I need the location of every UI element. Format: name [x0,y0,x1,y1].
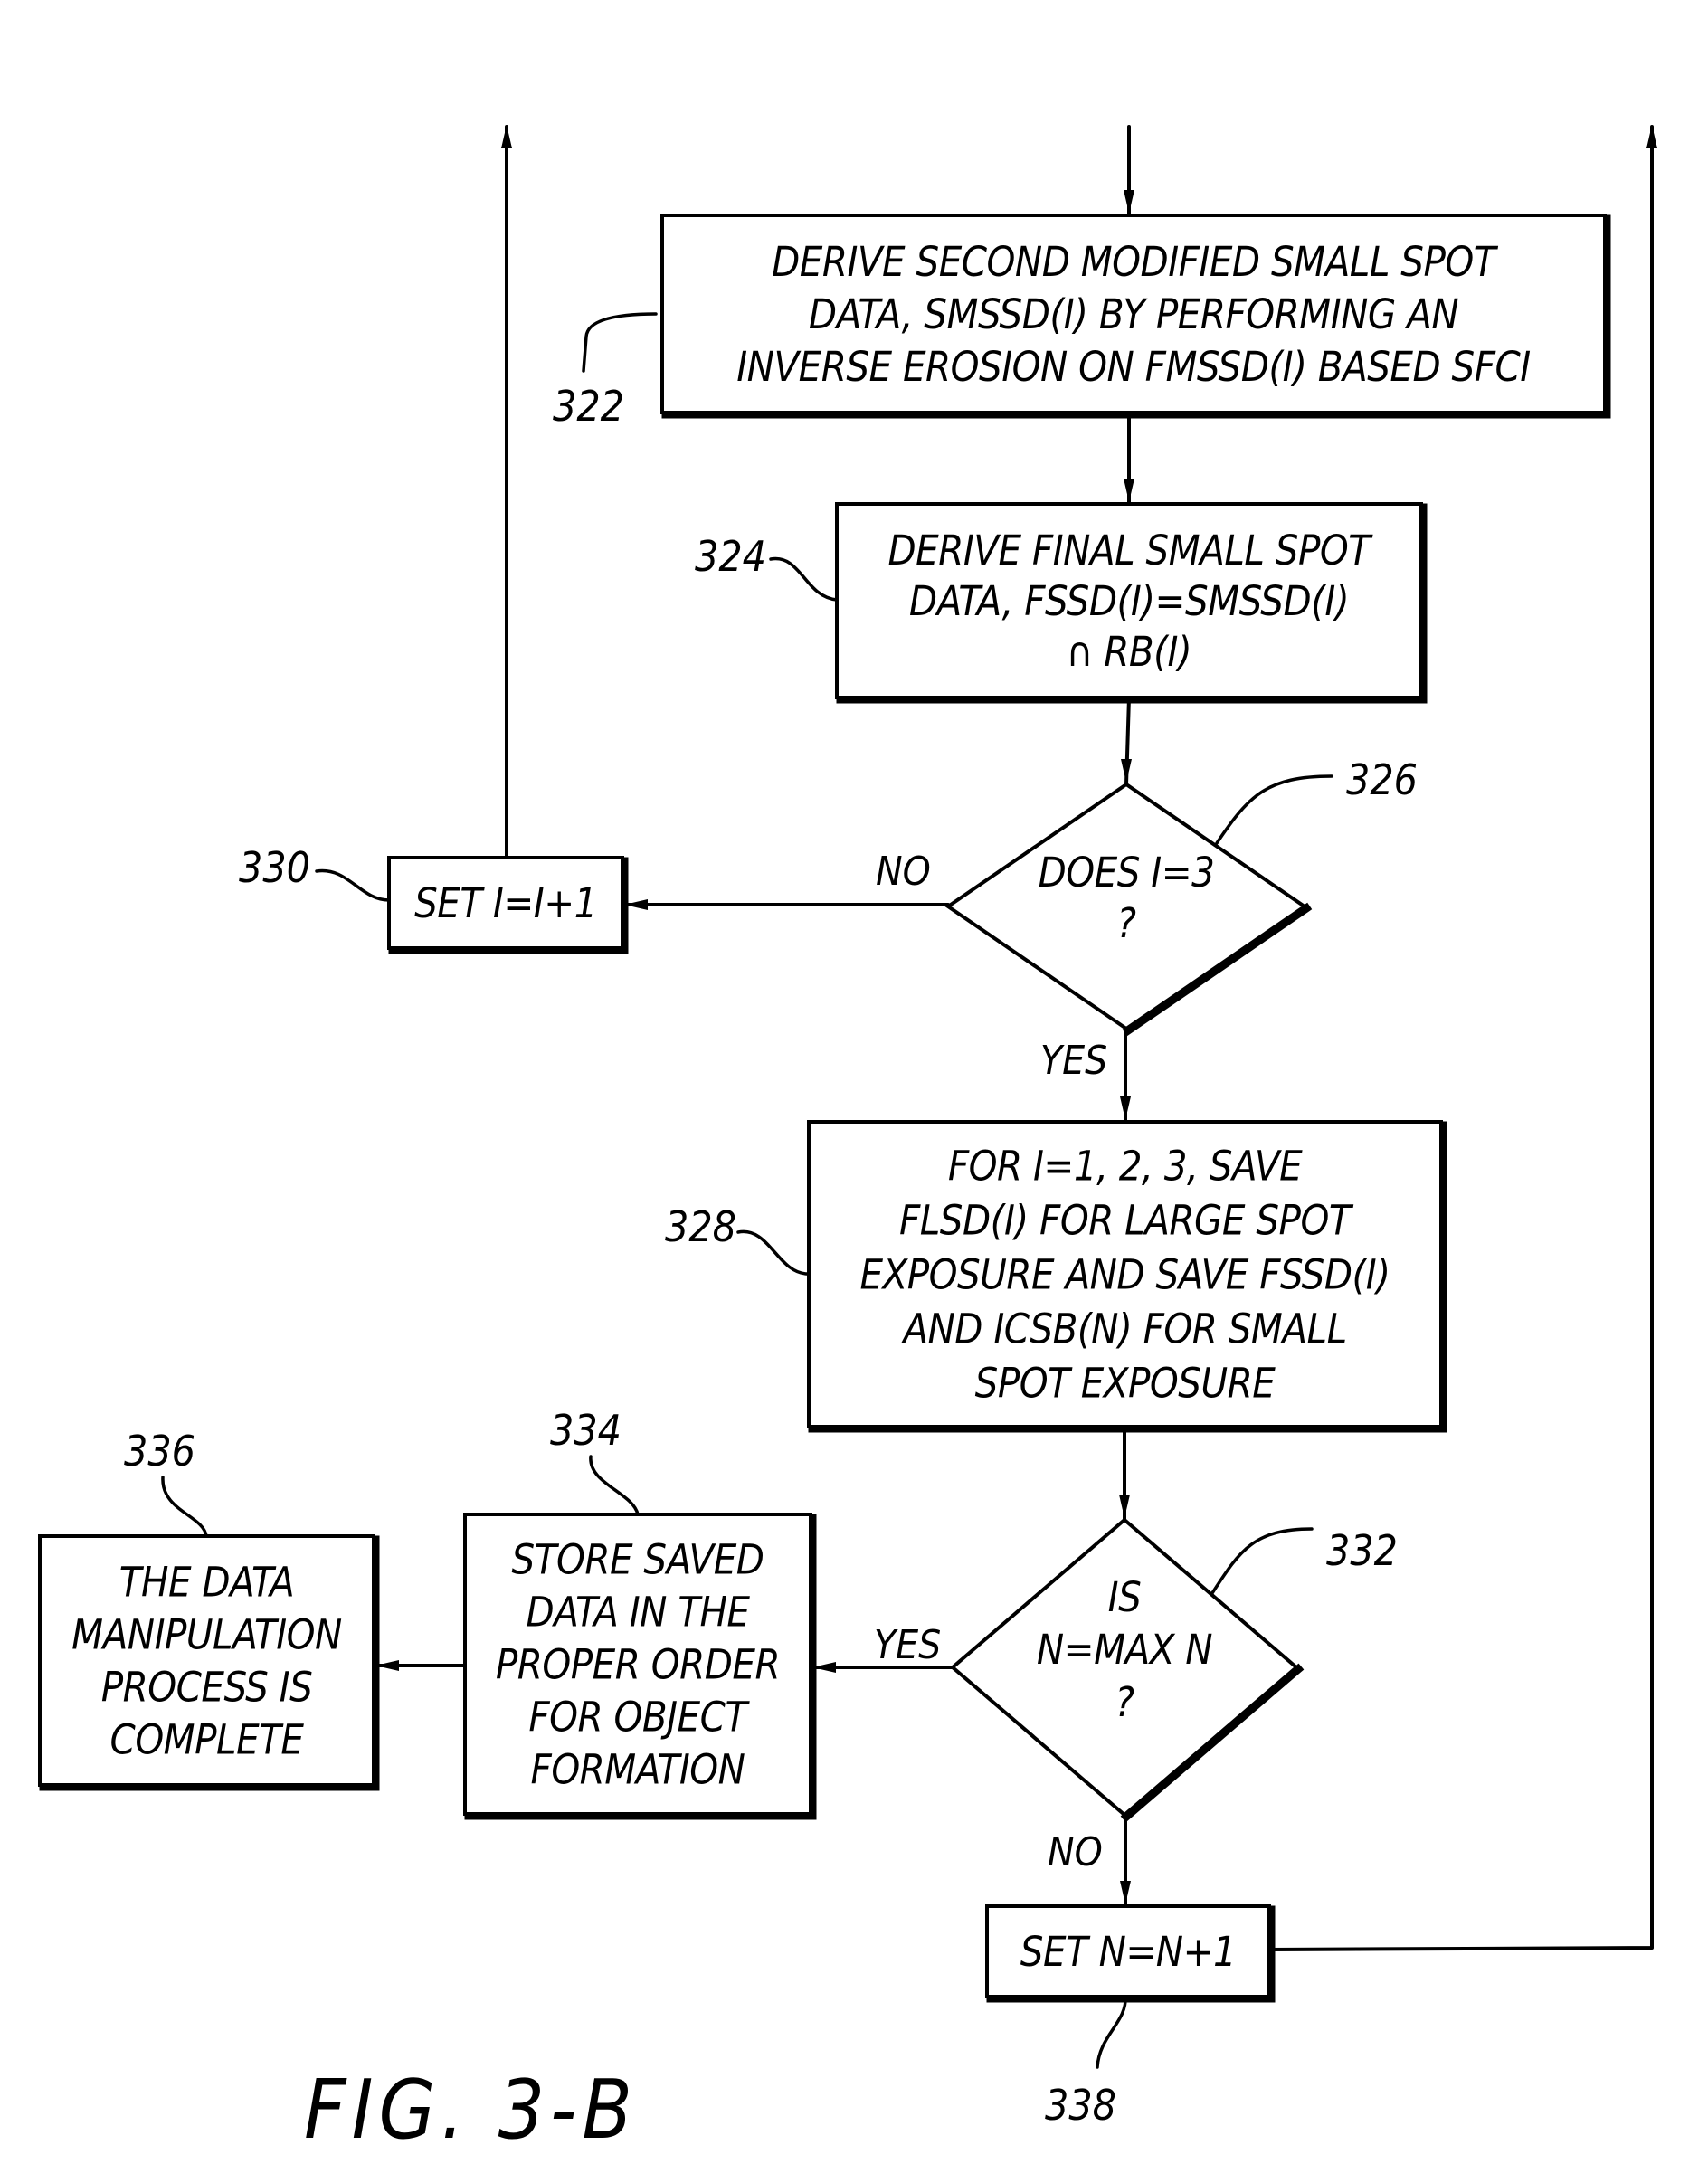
leader-line-326 [1217,776,1332,843]
reference-numeral-330: 330 [239,843,310,892]
node-text-line: COMPLETE [110,1716,305,1764]
decision-326: DOES I=3? [948,784,1306,1030]
node-text-line: AND ICSB(N) FOR SMALL [900,1305,1346,1353]
reference-numeral-328: 328 [665,1202,736,1251]
shapes: DERIVE SECOND MODIFIED SMALL SPOTDATA, S… [40,215,1607,1998]
node-text-line: DATA, FSSD(I)=SMSSD(I) [909,577,1349,625]
node-text-line: IS [1108,1573,1142,1621]
reference-numeral-326: 326 [1346,755,1418,804]
node-text-line: DERIVE SECOND MODIFIED SMALL SPOT [772,238,1499,286]
node-text-line: PROPER ORDER [496,1641,780,1689]
decision-332: IS N=MAX N? [953,1520,1298,1817]
process-box-338: SET N=N+1 [987,1906,1271,1998]
node-text-line: ∩ RB(I) [1067,628,1191,676]
node-text-line: DOES I=3 [1039,849,1215,897]
leader-line-322 [584,314,656,371]
node-text-line: DATA IN THE [526,1589,750,1637]
leader-line-328 [738,1231,808,1274]
arrowhead-icon [1646,125,1657,148]
node-text-line: FLSD(I) FOR LARGE SPOT [899,1197,1354,1245]
node-text-line: ? [1117,899,1136,947]
arrowhead-icon [501,125,512,148]
leader-line-330 [317,871,389,900]
node-text-line: INVERSE EROSION ON FMSSD(I) BASED SFCI [736,343,1531,391]
node-text-line: THE DATA [119,1559,294,1607]
node-text-line: FORMATION [531,1746,745,1794]
node-text-line: DATA, SMSSD(I) BY PERFORMING AN [809,290,1458,338]
process-box-336: THE DATAMANIPULATION PROCESS ISCOMPLETE [40,1536,375,1787]
node-text-line: SET I=I+1 [414,879,597,927]
reference-numeral-338: 338 [1045,2081,1116,2130]
branch-label-d326-yes: YES [1040,1038,1107,1084]
arrowhead-icon [1121,759,1132,783]
branch-label-d332-yes: YES [874,1622,941,1668]
reference-numeral-336: 336 [124,1427,195,1476]
figure-title: FIG. 3-B [304,2063,638,2158]
node-text-line: DERIVE FINAL SMALL SPOT [888,527,1374,574]
reference-numeral-334: 334 [550,1406,622,1455]
arrowhead-icon [1120,1881,1131,1904]
node-text-line: SPOT EXPOSURE [975,1360,1276,1408]
leader-line-338 [1097,1997,1125,2067]
leader-line-332 [1212,1529,1312,1593]
reference-numeral-324: 324 [695,532,766,581]
leader-line-324 [771,558,837,600]
node-text-line: ? [1115,1678,1134,1726]
node-text-line: FOR I=1, 2, 3, SAVE [948,1143,1303,1191]
arrowhead-icon [1124,479,1134,502]
node-text-line: N=MAX N [1037,1626,1212,1674]
arrowhead-icon [1120,1096,1131,1120]
process-box-328: FOR I=1, 2, 3, SAVE FLSD(I) FOR LARGE SPO… [809,1122,1443,1428]
process-box-334: STORE SAVED DATA IN THEPROPER ORDER FOR OB… [465,1514,812,1816]
leader-line-336 [163,1477,206,1536]
process-box-324: DERIVE FINAL SMALL SPOTDATA, FSSD(I)=SMS… [837,504,1423,699]
reference-numeral-332: 332 [1326,1526,1398,1575]
leader-line-334 [591,1457,638,1514]
node-text-line: STORE SAVED [512,1536,764,1584]
reference-numeral-322: 322 [553,382,624,431]
process-box-330: SET I=I+1 [389,858,624,950]
node-text-line: FOR OBJECT [528,1694,750,1742]
arrowhead-icon [1124,190,1134,214]
node-text-line: PROCESS IS [101,1664,313,1712]
node-text-line: SET N=N+1 [1020,1928,1237,1976]
node-text-line: MANIPULATION [71,1611,342,1659]
branch-label-d326-no: NO [876,849,931,895]
process-box-322: DERIVE SECOND MODIFIED SMALL SPOTDATA, S… [662,215,1607,414]
branch-label-d332-no: NO [1048,1829,1103,1875]
arrowhead-icon [1119,1495,1130,1518]
node-text-line: EXPOSURE AND SAVE FSSD(I) [859,1251,1390,1299]
